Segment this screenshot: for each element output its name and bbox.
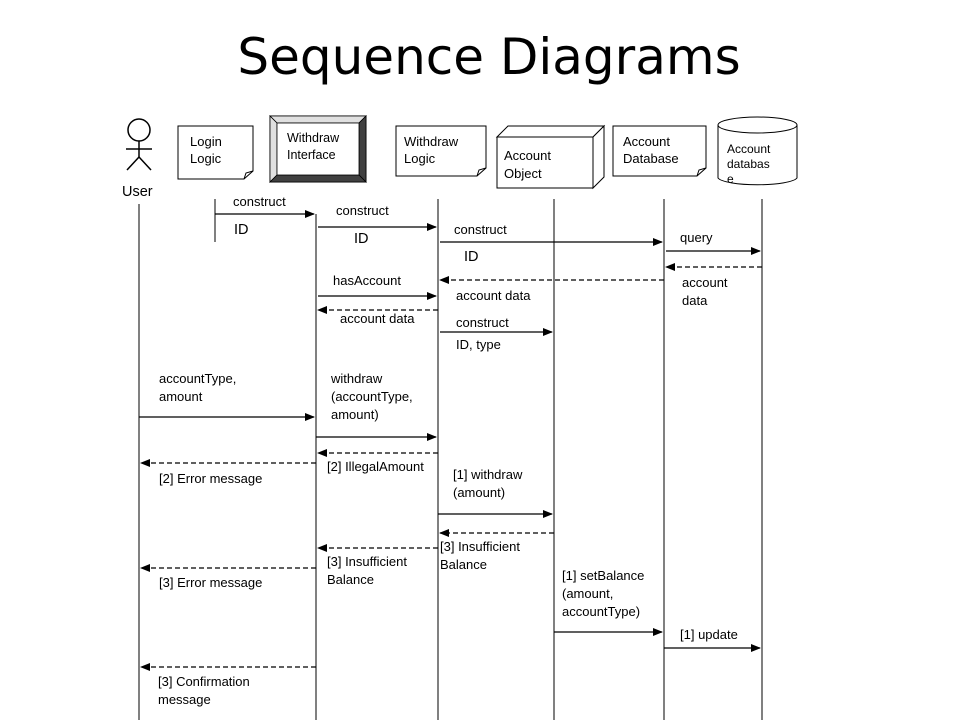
- msg-account-data-2: account data: [456, 288, 531, 303]
- msg-construct-3-param: ID: [464, 249, 479, 265]
- msg-hasaccount: hasAccount: [333, 273, 401, 288]
- msg-construct-3: construct: [454, 222, 507, 237]
- account-database-label: Account Database: [623, 134, 679, 166]
- msg-account-data-3: account data: [340, 311, 415, 326]
- account-database-box: [612, 125, 707, 177]
- msg-illegal-amount: [2] IllegalAmount: [327, 459, 424, 474]
- msg-construct-2: construct: [336, 203, 389, 218]
- msg-error-message-2: [2] Error message: [159, 471, 263, 486]
- call-arrows: [139, 210, 761, 652]
- msg-setbalance: [1] setBalance (amount, accountType): [562, 568, 645, 619]
- user-actor-icon: [126, 118, 152, 171]
- lifelines: [138, 199, 763, 720]
- msg-account-data-1: account data: [682, 275, 728, 308]
- login-logic-box: [177, 125, 254, 180]
- msg-construct-1: construct: [233, 194, 286, 209]
- withdraw-interface-box: [269, 115, 367, 183]
- msg-confirmation: [3] Confirmation message: [158, 674, 250, 707]
- withdraw-logic-label: Withdraw Logic: [404, 134, 459, 166]
- msg-update: [1] update: [680, 627, 738, 642]
- msg-insufficient-1: [3] Insufficient Balance: [440, 539, 520, 572]
- account-object-label: Account Object: [504, 148, 551, 181]
- withdraw-logic-box: [395, 125, 487, 177]
- msg-insufficient-2: [3] Insufficient Balance: [327, 554, 407, 587]
- slide-title: Sequence Diagrams: [237, 28, 741, 86]
- login-logic-label: Login Logic: [190, 134, 222, 166]
- msg-withdraw-amount: [1] withdraw (amount): [453, 467, 523, 500]
- msg-query: query: [680, 230, 713, 245]
- account-object-box: [495, 124, 606, 190]
- msg-construct-2-param: ID: [354, 231, 369, 247]
- msg-withdraw: withdraw (accountType, amount): [331, 371, 413, 422]
- user-label: User: [122, 184, 153, 200]
- msg-construct-4-param: ID, type: [456, 337, 501, 352]
- msg-construct-4: construct: [456, 315, 509, 330]
- database-cylinder-icon: [717, 116, 798, 186]
- msg-accounttype-amount: accountType, amount: [159, 371, 237, 404]
- msg-construct-1-param: ID: [234, 222, 249, 238]
- withdraw-interface-label: Withdraw Interface: [287, 131, 340, 162]
- return-arrows: [140, 263, 762, 671]
- account-db-storage-label: Account databas e: [727, 142, 771, 186]
- msg-error-message-3: [3] Error message: [159, 575, 263, 590]
